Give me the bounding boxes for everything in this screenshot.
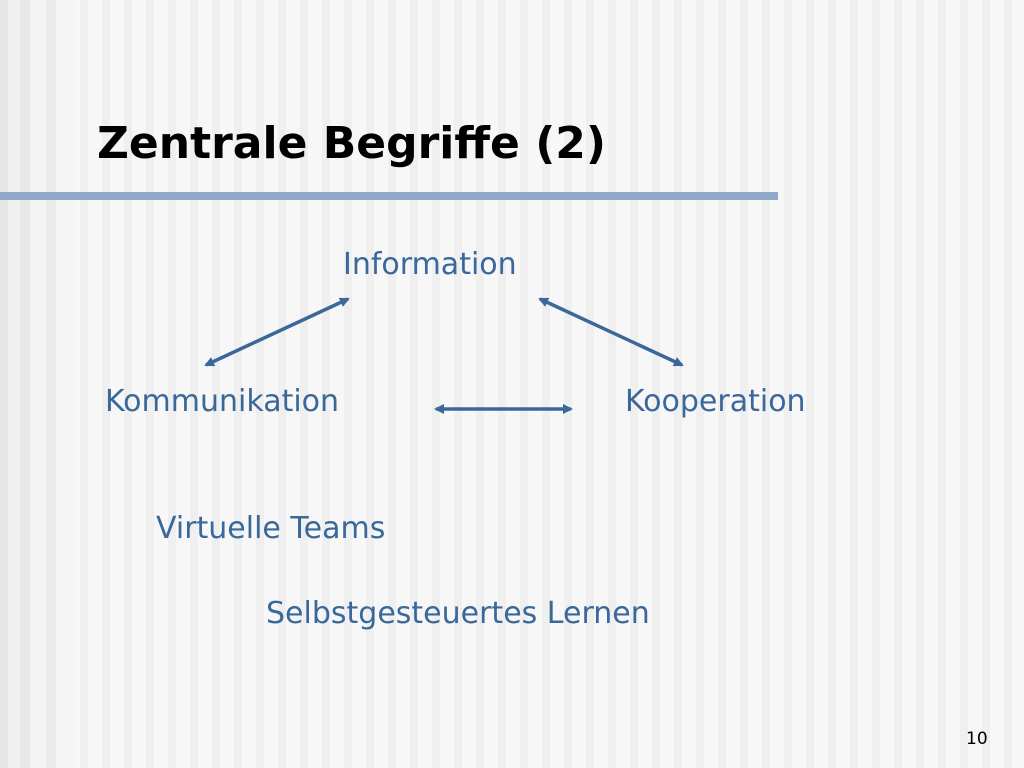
node-kooperation: Kooperation [625,384,806,419]
title-underline-rule [0,192,778,200]
page-number: 10 [966,729,988,749]
arrow-kommunikation-information [204,297,350,367]
node-information: Information [343,247,517,282]
node-kommunikation: Kommunikation [105,384,340,419]
arrow-information-kooperation [538,297,684,367]
slide-title: Zentrale Begriffe (2) [97,118,607,169]
term-selbstgesteuertes-lernen: Selbstgesteuertes Lernen [266,596,650,631]
term-virtuelle-teams: Virtuelle Teams [156,511,386,546]
